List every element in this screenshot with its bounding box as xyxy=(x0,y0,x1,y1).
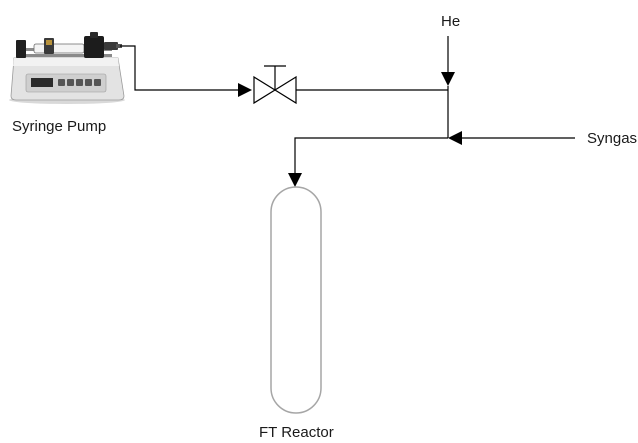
pump-line-arrowhead xyxy=(238,83,252,97)
helium-line-arrowhead xyxy=(441,72,455,86)
ft-reactor-label: FT Reactor xyxy=(259,424,334,441)
syringe-pump-icon xyxy=(9,32,125,104)
pump-line xyxy=(120,46,240,90)
reactor-feed-arrowhead xyxy=(288,173,302,187)
syringe-pump-label: Syringe Pump xyxy=(12,118,106,135)
ft-reactor-vessel xyxy=(271,187,321,413)
syngas-line-arrowhead xyxy=(448,131,462,145)
valve-icon xyxy=(254,66,296,103)
syngas-label: Syngas xyxy=(587,130,637,147)
helium-label: He xyxy=(441,13,460,30)
reactor-feed-line xyxy=(295,138,448,174)
